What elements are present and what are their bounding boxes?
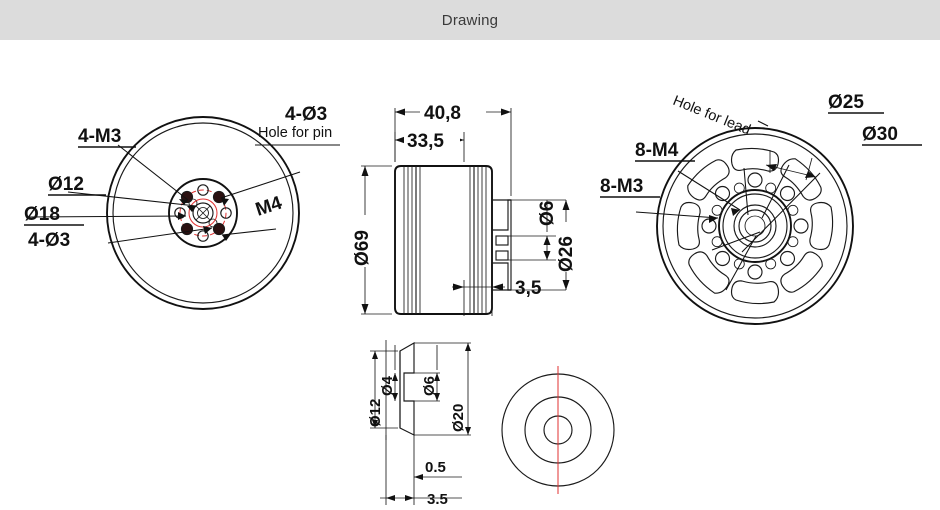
dim-spacer-d4: Ø4	[379, 345, 398, 401]
front-inner-bolt-circle-red	[188, 198, 218, 228]
label-8m3: 8-M3	[600, 176, 660, 198]
rear-hub-outer	[718, 189, 792, 263]
spacer-section-detail: Ø4 Ø12 Ø6	[367, 340, 471, 508]
label-d25: Ø25	[828, 92, 884, 114]
side-step-bottom	[495, 250, 509, 261]
dim-spacer-05: 0.5	[414, 459, 462, 480]
rear-bore-inner	[744, 215, 766, 237]
front-label-m4: M4	[253, 192, 285, 220]
rear-slots	[676, 147, 834, 305]
front-label-d12: Ø12	[48, 174, 84, 195]
dim-3-5: 3,5	[452, 278, 542, 316]
rear-hole-for-lead-dim	[765, 150, 817, 181]
rear-label-hole-for-lead: Hole for lead	[671, 93, 753, 139]
dim-spacer-35: 3.5	[380, 435, 462, 508]
rear-label-d25: Ø25	[828, 92, 864, 113]
front-hole-m3	[212, 222, 226, 236]
dim-d26: Ø26	[556, 200, 580, 290]
front-hole-pin	[197, 230, 209, 242]
window-titlebar: Drawing	[0, 0, 940, 40]
side-dim-d69: Ø69	[352, 230, 373, 266]
front-bolt-circle-red	[179, 189, 227, 237]
label-d12: Ø12	[48, 174, 106, 196]
side-dim-3-5: 3,5	[515, 278, 542, 299]
dim-33-5: 33,5	[394, 129, 465, 162]
front-label-4m3: 4-M3	[78, 126, 121, 147]
front-outer-circle-inner	[112, 122, 294, 304]
spacer-dim-d6: Ø6	[421, 376, 438, 396]
dim-d69: Ø69	[352, 165, 392, 315]
spacer-dim-05: 0.5	[425, 459, 446, 476]
drawing-canvas: 4-M3 Ø12 Ø18 4-Ø3 4-Ø3 Hole for pin M4	[0, 40, 940, 510]
rear-outer-circle-inner	[662, 133, 848, 319]
spacer-plan-detail	[501, 366, 615, 494]
side-dim-33-5: 33,5	[407, 131, 444, 152]
front-hole-m3	[180, 222, 194, 236]
side-dim-40-8: 40,8	[424, 103, 461, 124]
side-body-outline	[394, 165, 493, 315]
side-dim-d26: Ø26	[556, 236, 577, 272]
front-outer-circle	[106, 116, 300, 310]
rear-holes-m4	[701, 172, 809, 280]
front-label-hole-for-pin: Hole for pin	[258, 125, 332, 141]
spacer-profile-upper	[399, 342, 415, 436]
spacer-dim-d20: Ø20	[450, 404, 467, 432]
front-center-boss	[192, 202, 214, 224]
dim-spacer-d12: Ø12	[367, 350, 398, 429]
spacer-dim-d12: Ø12	[367, 399, 384, 427]
front-hub-circle	[168, 178, 238, 248]
dim-40-8: 40,8	[394, 101, 512, 196]
rear-bore-mid	[738, 209, 772, 243]
side-dim-d6: Ø6	[537, 201, 558, 226]
dim-d6: Ø6	[537, 200, 558, 260]
front-center-bore	[197, 207, 209, 219]
front-label-4d3-upper: 4-Ø3	[285, 104, 327, 125]
front-inner-hole	[208, 218, 218, 228]
spacer-dim-35: 3.5	[427, 491, 448, 508]
front-label-d18: Ø18	[24, 204, 60, 225]
side-section-view: 40,8 33,5 Ø69	[352, 101, 580, 316]
rear-label-d30: Ø30	[862, 124, 898, 145]
front-hole-pin	[197, 184, 209, 196]
spacer-dim-d4: Ø4	[379, 375, 396, 396]
rear-label-8m4: 8-M4	[635, 140, 679, 161]
label-4m3: 4-M3	[78, 126, 136, 148]
label-8m4: 8-M4	[635, 140, 695, 162]
rear-hub-inner	[722, 193, 788, 259]
page-title: Drawing	[441, 11, 499, 29]
front-label-4d3-lower: 4-Ø3	[28, 230, 70, 251]
label-d30: Ø30	[862, 124, 922, 146]
rear-outer-circle	[656, 127, 854, 325]
front-face-view: 4-M3 Ø12 Ø18 4-Ø3 4-Ø3 Hole for pin M4	[24, 104, 340, 310]
dim-spacer-d20: Ø20	[414, 342, 471, 436]
side-step-top	[495, 235, 509, 246]
dim-spacer-d6: Ø6	[414, 345, 440, 402]
rear-face-view: 8-M4 8-M3 Ø25 Ø30 Hole for lead	[600, 92, 922, 325]
front-hole-pin	[220, 207, 232, 219]
rear-label-8m3: 8-M3	[600, 176, 643, 197]
technical-drawing-svg: 4-M3 Ø12 Ø18 4-Ø3 4-Ø3 Hole for pin M4	[24, 92, 922, 508]
rear-bore-outer	[733, 204, 777, 248]
label-d18: Ø18	[24, 204, 84, 226]
rear-holes-m3	[711, 182, 799, 270]
